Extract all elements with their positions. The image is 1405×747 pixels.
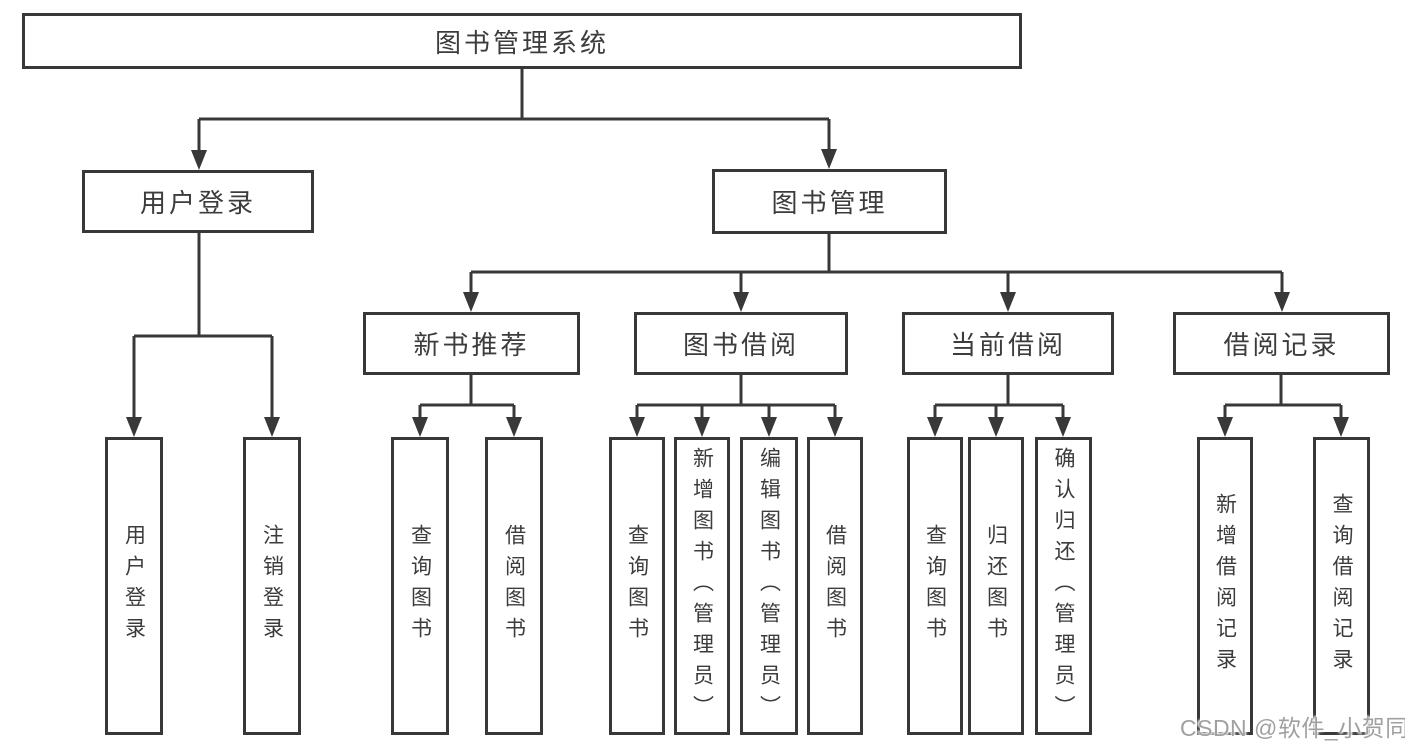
node-label: 查询借阅记录 xyxy=(1330,493,1353,679)
arrowhead xyxy=(694,417,710,437)
node-book-borrowing: 图书借阅 xyxy=(634,312,848,375)
csdn-watermark: CSDN @软件_小贺同学 xyxy=(1180,715,1405,741)
arrowhead xyxy=(126,417,142,437)
arrowhead xyxy=(761,417,777,437)
arrowhead xyxy=(412,417,428,437)
leaf-query-books-borrowing: 查询图书 xyxy=(609,437,665,735)
node-label: 查询图书 xyxy=(625,524,649,648)
arrowhead xyxy=(733,292,749,312)
arrowhead xyxy=(264,417,280,437)
node-label: 新增借阅记录 xyxy=(1213,493,1237,679)
node-label: 借阅记录 xyxy=(1223,330,1340,360)
node-current-borrowing: 当前借阅 xyxy=(902,312,1114,375)
node-label: 确认归还（管理员） xyxy=(1052,446,1075,726)
arrowhead xyxy=(1333,417,1349,437)
node-borrowing-records: 借阅记录 xyxy=(1173,312,1390,375)
node-label: 借阅图书 xyxy=(823,524,847,648)
leaf-add-books-admin: 新增图书（管理员） xyxy=(674,437,730,735)
leaf-return-books: 归还图书 xyxy=(968,437,1024,735)
node-new-book-recommendation: 新书推荐 xyxy=(363,312,580,375)
arrowhead xyxy=(1000,292,1016,312)
node-label: 新增图书（管理员） xyxy=(690,446,714,726)
node-label: 编辑图书（管理员） xyxy=(757,446,781,726)
arrowhead xyxy=(988,417,1004,437)
arrowhead xyxy=(927,417,943,437)
leaf-edit-books-admin: 编辑图书（管理员） xyxy=(740,437,798,735)
node-label: 新书推荐 xyxy=(413,330,530,360)
arrowhead xyxy=(191,150,207,170)
leaf-borrow-books-borrowing: 借阅图书 xyxy=(807,437,863,735)
node-book-management: 图书管理 xyxy=(712,169,947,234)
leaf-query-books-current: 查询图书 xyxy=(907,437,963,735)
node-label: 图书管理 xyxy=(771,188,888,218)
arrowhead xyxy=(827,417,843,437)
node-label: 查询图书 xyxy=(923,524,947,648)
leaf-confirm-return-admin: 确认归还（管理员） xyxy=(1035,437,1092,735)
leaf-query-books-recommend: 查询图书 xyxy=(391,437,449,735)
node-label: 注销登录 xyxy=(260,524,284,648)
node-label: 借阅图书 xyxy=(502,524,526,648)
leaf-user-login: 用户登录 xyxy=(105,437,163,735)
arrowhead xyxy=(1274,292,1290,312)
leaf-borrow-books-recommend: 借阅图书 xyxy=(485,437,543,735)
leaf-query-borrow-record: 查询借阅记录 xyxy=(1313,437,1370,735)
leaf-logout-login: 注销登录 xyxy=(243,437,301,735)
node-label: 归还图书 xyxy=(984,524,1008,648)
arrowhead xyxy=(821,149,837,169)
node-label: 图书借阅 xyxy=(682,330,799,360)
arrowhead xyxy=(1055,417,1071,437)
arrowhead xyxy=(463,292,479,312)
node-user-login: 用户登录 xyxy=(82,170,314,233)
node-label: 用户登录 xyxy=(122,524,146,648)
node-label: 图书管理系统 xyxy=(434,27,609,58)
arrowhead xyxy=(629,417,645,437)
node-label: 当前借阅 xyxy=(949,330,1066,360)
arrowhead xyxy=(1217,417,1233,437)
node-label: 查询图书 xyxy=(408,524,432,648)
node-library-management-system: 图书管理系统 xyxy=(22,13,1022,69)
node-label: 用户登录 xyxy=(139,188,256,218)
leaf-add-borrow-record: 新增借阅记录 xyxy=(1197,437,1253,735)
arrowheads xyxy=(126,149,1349,437)
tree-edges xyxy=(132,69,1343,419)
arrowhead xyxy=(506,417,522,437)
